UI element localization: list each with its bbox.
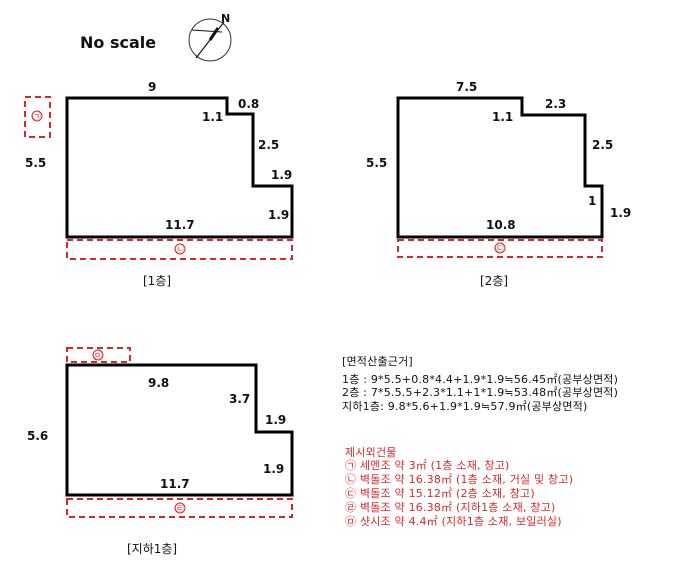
floor2-dim-notch: 1 — [588, 194, 597, 208]
basement-caption: [지하1층] — [127, 542, 178, 556]
floor1-dim-step-in: 1.1 — [202, 110, 224, 124]
basement-marker-d-box — [66, 498, 293, 518]
compass-north-label: N — [221, 12, 231, 25]
floor1-caption: [1층] — [143, 274, 172, 288]
area-calc-line-3: 지하1층: 9.8*5.6+1.9*1.9≒57.9㎡(공부상면적) — [342, 400, 588, 413]
basement-dim-right-lower: 1.9 — [263, 462, 285, 476]
floor1-dim-left: 5.5 — [25, 156, 47, 170]
basement-marker-d-circle — [174, 502, 186, 514]
floor2-outline — [396, 96, 604, 239]
basement-marker-e: ㉤ — [93, 351, 103, 361]
basement-marker-d: ㉣ — [175, 504, 185, 514]
floor2-dim-bottom: 10.8 — [486, 218, 516, 232]
excluded-item-3: ㉢ 벽돌조 약 15.12㎡ (2층 소재, 창고) — [345, 487, 535, 500]
compass-icon — [188, 18, 232, 62]
floor1-dim-bottom: 11.7 — [165, 218, 195, 232]
floor2-dim-right-upper: 2.5 — [592, 138, 614, 152]
floor1-dim-notch: 1.9 — [271, 168, 293, 182]
floor1-marker-a: ㉠ — [32, 112, 42, 122]
floor1-outline — [65, 96, 294, 239]
scale-label: No scale — [80, 33, 157, 52]
area-calc-line-1: 1층 : 9*5.5+0.8*4.4+1.9*1.9≒56.45㎡(공부상면적) — [342, 373, 619, 386]
floor2-dim-step-in: 1.1 — [492, 110, 514, 124]
floor2-dim-left: 5.5 — [366, 156, 388, 170]
excluded-item-4: ㉣ 벽돌조 약 16.38㎡ (지하1층 소재, 창고) — [345, 501, 556, 514]
basement-dim-top: 9.8 — [148, 376, 170, 390]
floor2-marker-c: ㉢ — [495, 244, 505, 254]
floor2-caption: [2층] — [480, 274, 509, 288]
floor1-dim-right-upper: 2.5 — [258, 138, 280, 152]
excluded-heading: 제시외건물 — [345, 446, 397, 459]
floor2-dim-top: 7.5 — [456, 80, 478, 94]
floor2-marker-c-circle — [494, 242, 506, 254]
floor2-marker-c-box — [397, 239, 603, 258]
area-calc-line-2: 2층 : 7*5.5.5+2.3*1.1+1*1.9≒53.48㎡(공부상면적) — [342, 386, 619, 399]
floor2-dim-step-top: 2.3 — [545, 97, 567, 111]
excluded-item-2: ㉡ 벽돌조 약 16.38㎡ (1층 소재, 거실 및 창고) — [345, 473, 574, 486]
basement-marker-e-box — [66, 347, 131, 363]
floor1-dim-right-lower: 1.9 — [268, 208, 290, 222]
floor1-marker-b-circle — [174, 243, 186, 255]
basement-dim-left: 5.6 — [27, 429, 49, 443]
floor1-marker-b: ㉡ — [175, 245, 185, 255]
basement-dim-bottom: 11.7 — [160, 477, 190, 491]
basement-dim-notch: 1.9 — [265, 413, 287, 427]
floor1-dim-step-top: 0.8 — [238, 97, 260, 111]
floor1-marker-a-box — [24, 96, 51, 138]
floor1-dim-top: 9 — [148, 80, 157, 94]
excluded-item-1: ㉠ 세멘조 약 3㎡ (1층 소재, 창고) — [345, 459, 510, 472]
area-calc-heading: [면적산출근거] — [342, 355, 413, 368]
excluded-item-5: ㉤ 샷시조 약 4.4㎡ (지하1층 소재, 보일러실) — [345, 515, 562, 528]
basement-dim-right-upper: 3.7 — [229, 392, 251, 406]
basement-outline — [65, 363, 294, 497]
floor1-marker-b-box — [66, 239, 293, 260]
basement-marker-e-circle — [92, 349, 104, 361]
floor2-dim-right-lower: 1.9 — [610, 206, 632, 220]
floor1-marker-a-circle — [31, 110, 43, 122]
